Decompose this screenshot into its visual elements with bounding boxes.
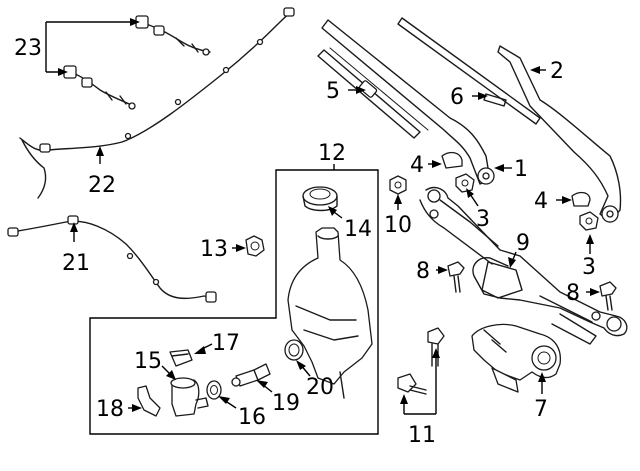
wiper-arm-right: [497, 45, 622, 223]
leader-lines: [45, 18, 600, 415]
callout-5: 5: [326, 79, 340, 104]
callout-4-right: 4: [534, 189, 548, 214]
callout-9: 9: [516, 231, 530, 256]
washer-hose-short-upper: [135, 15, 211, 56]
callout-2: 2: [550, 59, 564, 84]
wiper-arm-blade-middle: [321, 17, 541, 185]
callout-22: 22: [88, 173, 116, 198]
callout-8-right: 8: [566, 281, 580, 306]
wiper-blade: [317, 47, 429, 139]
callout-3-right: 3: [582, 255, 596, 280]
pivot-nut-right: [579, 211, 599, 231]
level-sensor: [231, 363, 271, 387]
callout-12: 11: [408, 423, 436, 448]
elbow-connector: [137, 385, 161, 417]
pump-grommet: [206, 380, 222, 400]
reservoir-kit-frame: [89, 169, 379, 435]
wiper-motor: [471, 323, 562, 393]
callout-17: 17: [212, 331, 240, 356]
pivot-cap-left: [441, 151, 463, 169]
wiper-linkage: [419, 186, 628, 345]
linkage-nut: [389, 175, 407, 195]
callout-8-left: 8: [416, 259, 430, 284]
callout-20: 20: [306, 375, 334, 400]
callout-21: 21: [62, 251, 90, 276]
callout-23: 23: [14, 36, 42, 61]
callout-14: 14: [344, 217, 372, 242]
callout-1: 1: [514, 157, 528, 182]
callout-13: 13: [200, 237, 228, 262]
washer-hose-long: [19, 7, 295, 199]
callout-3-left: 3: [476, 207, 490, 232]
reservoir-seal: [284, 339, 304, 361]
callout-4-left: 4: [410, 153, 424, 178]
callout-11: 12: [318, 141, 346, 166]
washer-reservoir: [287, 227, 373, 399]
callout-16: 16: [238, 405, 266, 430]
motor-bolt-upper: [427, 327, 445, 367]
callout-15: 15: [134, 349, 162, 374]
pump-clip: [169, 349, 193, 367]
callout-7: 7: [534, 397, 548, 422]
callout-19: 19: [272, 391, 300, 416]
callout-18: 18: [96, 397, 124, 422]
motor-bolt-lower: [397, 373, 427, 395]
linkage-bolt-left: [447, 261, 465, 293]
washer-pump: [170, 377, 209, 417]
washer-hose-short-lower: [63, 65, 136, 110]
callout-10: 10: [384, 213, 412, 238]
grommet-clip: [245, 235, 265, 257]
washer-hose-lower: [7, 215, 217, 303]
pivot-nut-left: [455, 173, 475, 193]
pivot-cap-right: [571, 191, 591, 207]
callout-6: 6: [450, 85, 464, 110]
filler-cap: [302, 186, 338, 212]
linkage-bolt-right: [599, 281, 617, 311]
